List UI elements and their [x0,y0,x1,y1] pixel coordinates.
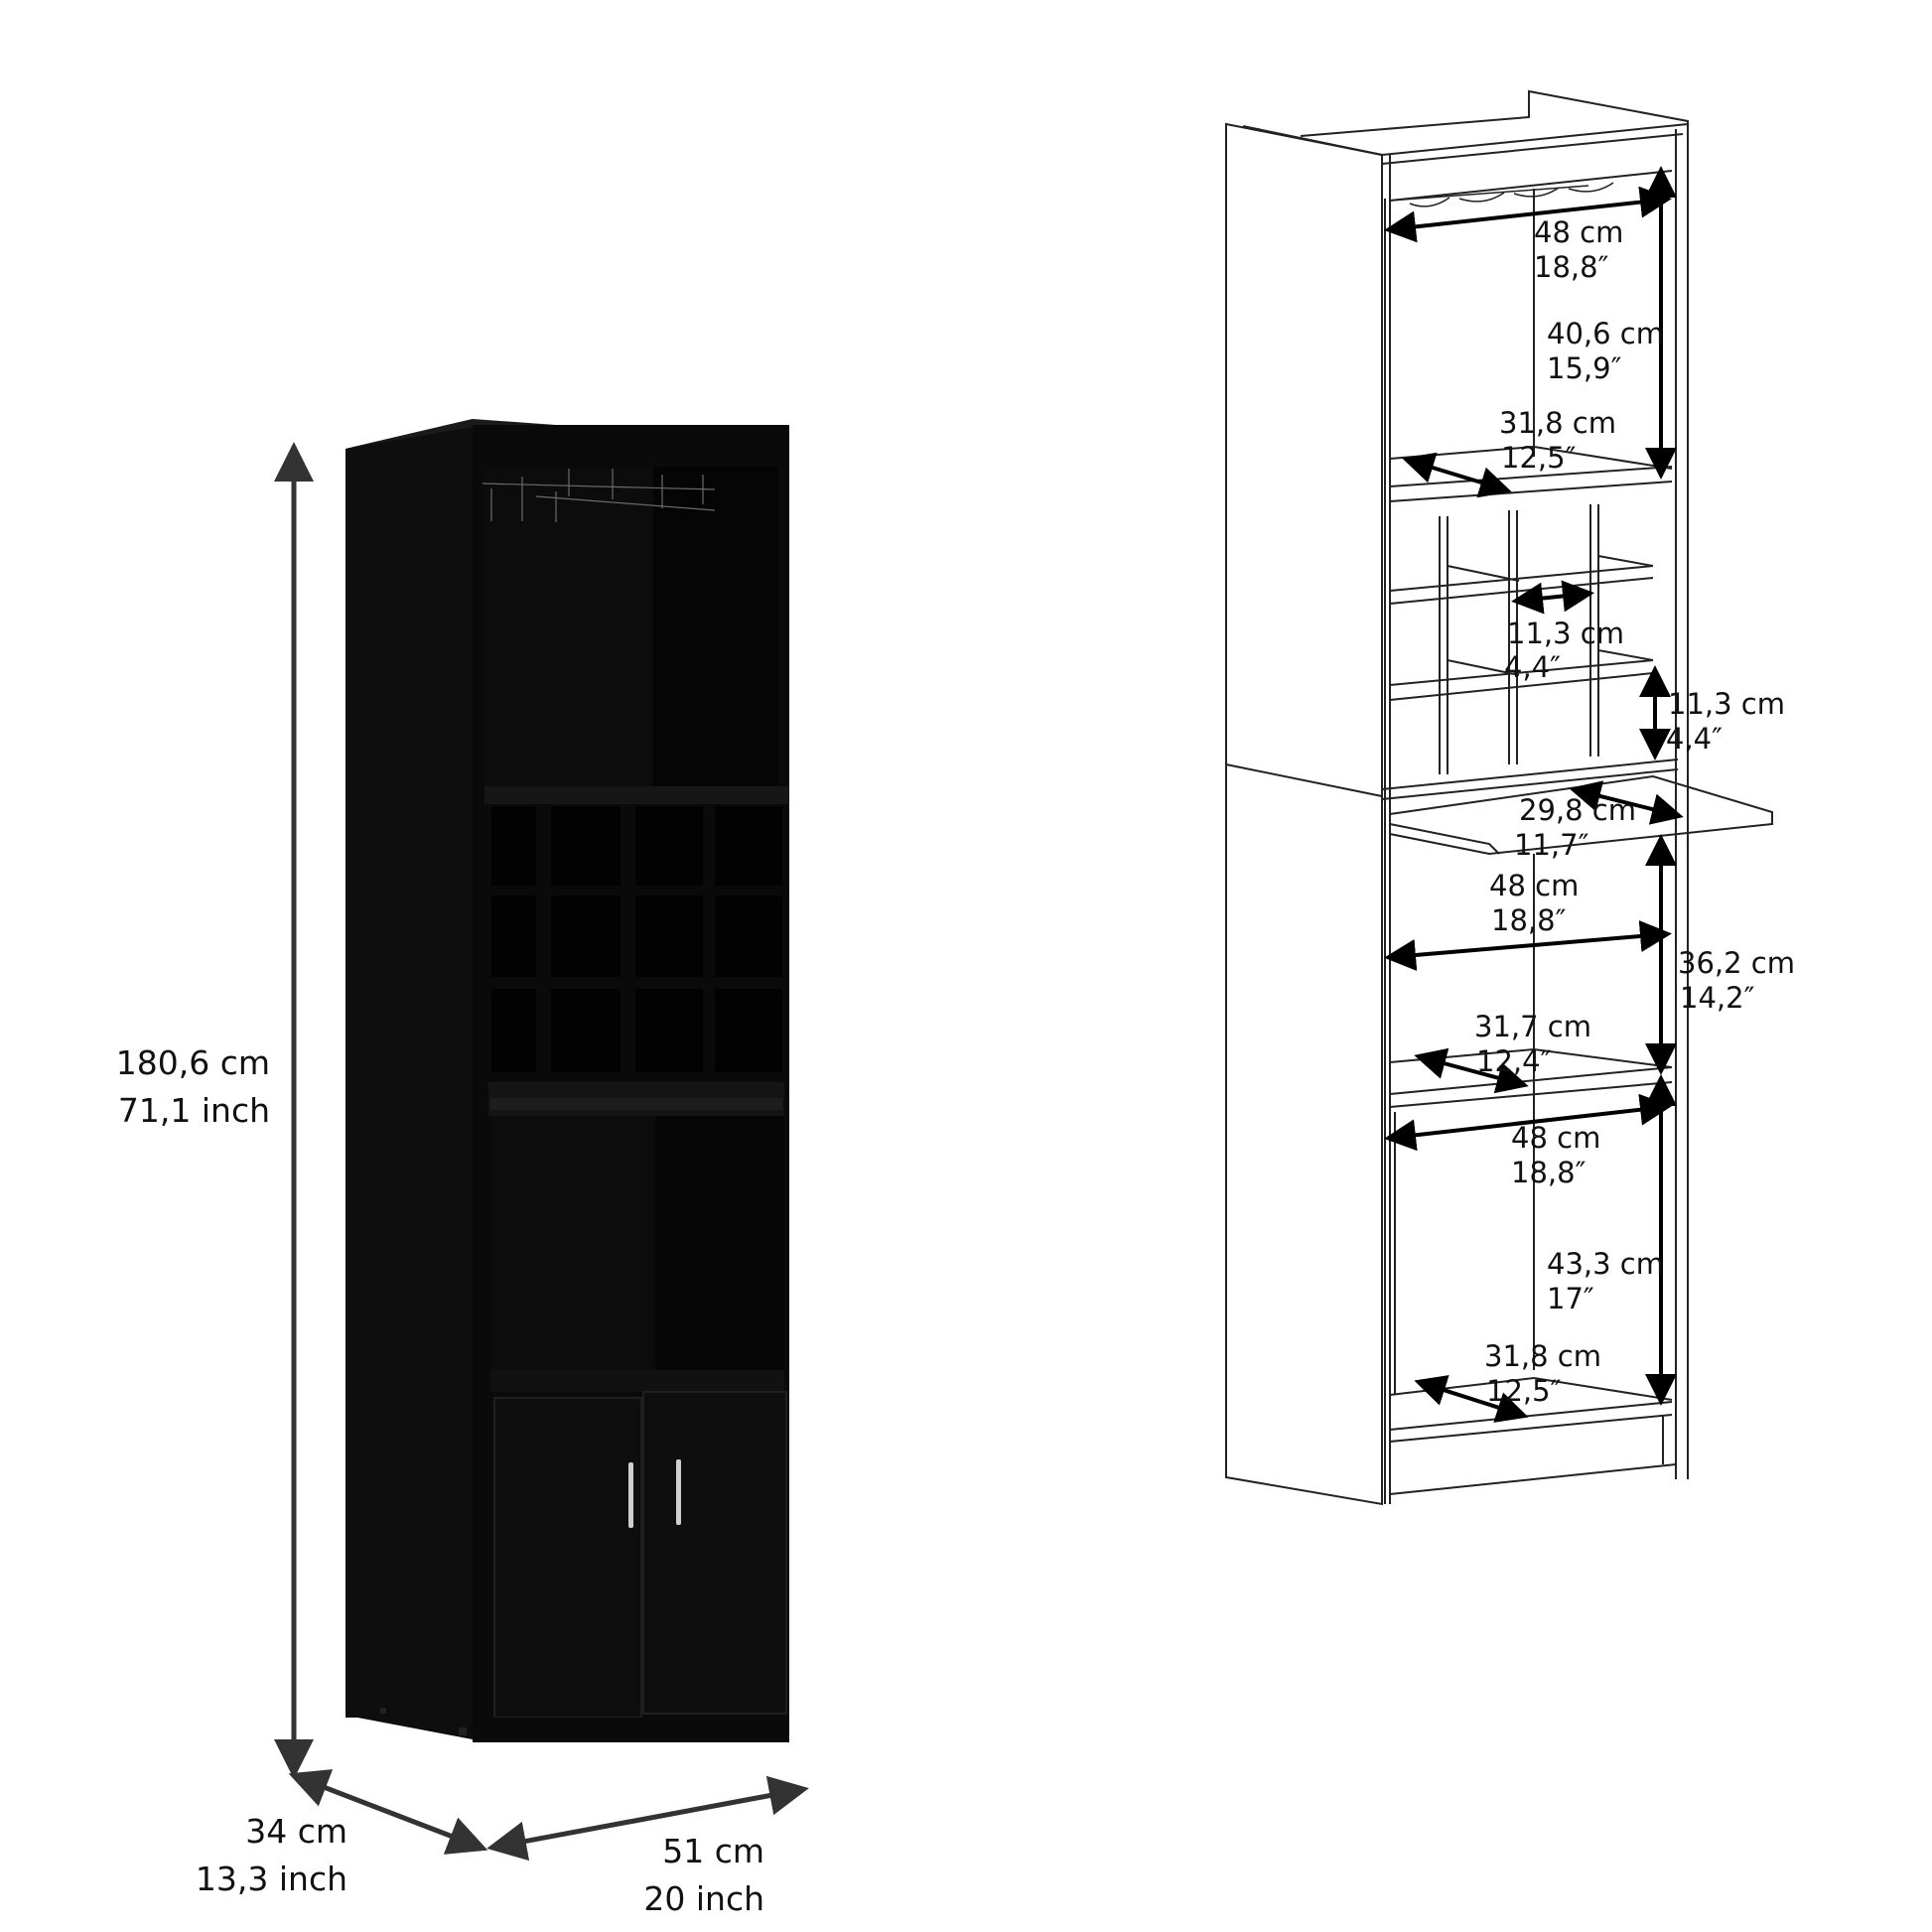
middle-depth-cm: 31,7 cm [1474,1010,1591,1043]
bottom-height-inch: 17″ [1547,1282,1594,1315]
depth-inch-label: 13,3 inch [195,1860,347,1898]
rack-cell-width-cm: 11,3 cm [1507,617,1624,650]
cabinet-door-right [642,1391,787,1715]
top-width-inch: 18,8″ [1534,250,1609,284]
cabinet-top [345,419,789,449]
wine-rack-cubbies [491,806,782,1072]
drawing-pullout-tray [1389,774,1773,856]
depth-cm-label: 34 cm [245,1812,347,1851]
top-depth-cm: 31,8 cm [1499,406,1616,440]
middle-height-inch: 14,2″ [1680,981,1755,1015]
bottom-height-cm: 43,3 cm [1547,1247,1664,1281]
tray-depth-inch: 11,7″ [1514,828,1589,862]
bottom-width-cm: 48 cm [1511,1121,1601,1155]
tray-depth-cm: 29,8 cm [1519,793,1636,827]
door-handle-right [676,1459,681,1525]
top-width-cm: 48 cm [1534,215,1624,249]
height-cm-label: 180,6 cm [115,1043,270,1082]
rack-cell-width-arrow [1511,580,1594,615]
bottom-depth-arrow [1414,1375,1529,1423]
stemware-rack [482,469,716,522]
width-inch-label: 20 inch [643,1879,764,1918]
depth-dimension-arrow [288,1769,488,1855]
door-handle-left [628,1462,633,1528]
middle-height-cm: 36,2 cm [1678,946,1795,980]
rack-cell-width-inch: 4,4″ [1504,650,1561,684]
cabinet-door-left [493,1397,642,1719]
bottom-width-inch: 18,8″ [1511,1156,1587,1189]
bottom-depth-inch: 12,5″ [1486,1374,1562,1408]
middle-depth-inch: 12,4″ [1476,1044,1552,1078]
top-height-cm: 40,6 cm [1547,317,1664,350]
height-inch-label: 71,1 inch [117,1091,270,1130]
top-width-arrow [1384,186,1672,243]
bottom-depth-cm: 31,8 cm [1484,1339,1601,1373]
top-depth-arrow [1402,452,1512,498]
cabinet-side-panel [345,419,473,1739]
middle-depth-arrow [1414,1047,1529,1094]
rack-cell-height-inch: 4,4″ [1666,722,1723,756]
top-height-inch: 15,9″ [1547,351,1622,385]
width-dimension-arrow [486,1775,809,1862]
drawing-stemware-rack [1389,182,1614,207]
drawing-side-panel [1225,122,1383,1506]
middle-width-cm: 48 cm [1489,869,1580,902]
middle-width-inch: 18,8″ [1491,903,1567,937]
width-cm-label: 51 cm [662,1832,764,1870]
cabinet-base [473,1718,789,1742]
middle-width-arrow [1384,920,1672,971]
bottom-width-arrow [1384,1093,1672,1152]
rack-cell-height-cm: 11,3 cm [1668,687,1785,721]
tray-depth-arrow [1569,780,1684,825]
top-depth-inch: 12,5″ [1501,441,1577,475]
